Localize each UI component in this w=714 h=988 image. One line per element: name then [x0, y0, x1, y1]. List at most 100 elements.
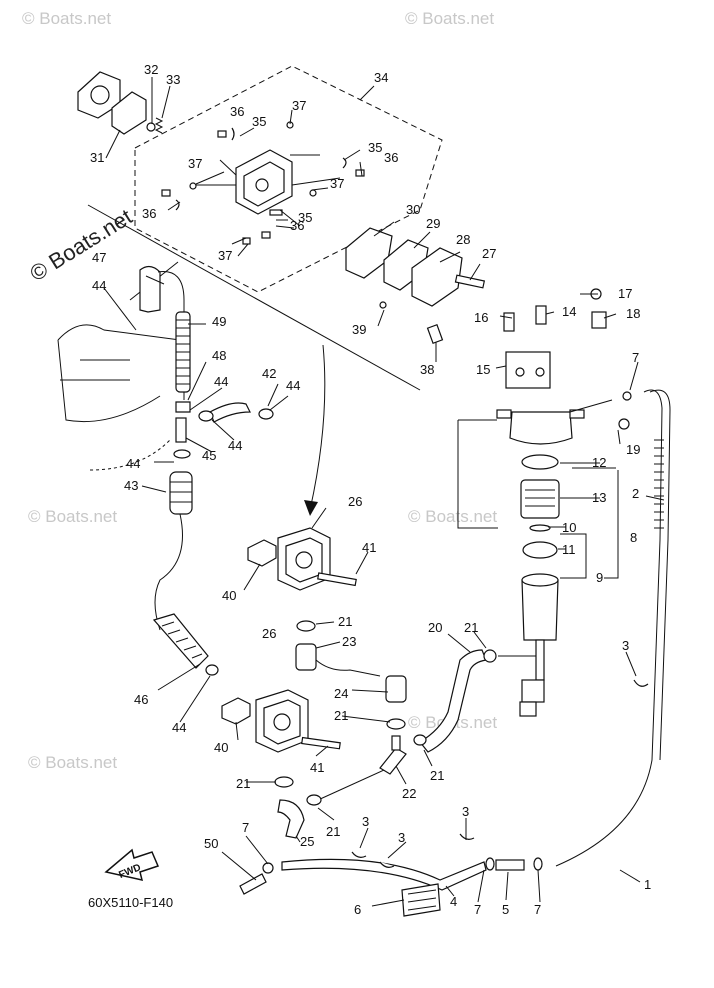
callout-21: 21: [236, 776, 250, 791]
callout-45: 45: [202, 448, 216, 463]
callout-25: 25: [300, 834, 314, 849]
callout-38: 38: [420, 362, 434, 377]
callout-7: 7: [534, 902, 541, 917]
callout-49: 49: [212, 314, 226, 329]
callout-44: 44: [92, 278, 106, 293]
callout-40: 40: [222, 588, 236, 603]
callout-26: 26: [348, 494, 362, 509]
callout-9: 9: [596, 570, 603, 585]
callout-10: 10: [562, 520, 576, 535]
bolt: [301, 736, 341, 750]
clip: [274, 776, 294, 788]
sensor-connector: [521, 679, 545, 703]
callout-44: 44: [214, 374, 228, 389]
filter-cover-group: [345, 227, 486, 344]
fuel-hose: [281, 858, 487, 891]
callout-5: 5: [502, 902, 509, 917]
callout-35: 35: [368, 140, 382, 155]
callout-14: 14: [562, 304, 576, 319]
callout-24: 24: [334, 686, 348, 701]
leader-lines: [190, 154, 341, 227]
callout-22: 22: [402, 786, 416, 801]
callout-37: 37: [218, 248, 232, 263]
bracket-line: [457, 419, 498, 529]
callout-44: 44: [228, 438, 242, 453]
callout-35: 35: [252, 114, 266, 129]
gasket: [221, 697, 251, 725]
callout-37: 37: [330, 176, 344, 191]
grommet: [591, 311, 607, 329]
filter-cup: [521, 579, 559, 641]
fuel-filter-assembly: [457, 288, 630, 717]
filter-bracket: [505, 351, 551, 389]
callout-41: 41: [310, 760, 324, 775]
callout-42: 42: [262, 366, 276, 381]
pump-cover-port: [90, 85, 110, 105]
primer-bulb: [169, 471, 193, 515]
callout-12: 12: [592, 455, 606, 470]
callout-labels: 1 2 3 3 3 3 4 5 6 7 7 7 7 8 9 10 11 12 1…: [90, 62, 651, 917]
callout-3: 3: [362, 814, 369, 829]
o-ring: [521, 454, 559, 470]
hose-protector: [654, 439, 664, 529]
filter-head: [509, 411, 573, 445]
callout-46: 46: [134, 692, 148, 707]
callout-15: 15: [476, 362, 490, 377]
watermark: © Boats.net: [408, 507, 497, 526]
callout-36: 36: [230, 104, 244, 119]
pump-cover-group: [77, 71, 164, 135]
bolt: [317, 572, 357, 587]
callout-leaders: [103, 77, 665, 907]
callout-36: 36: [142, 206, 156, 221]
callout-7: 7: [242, 820, 249, 835]
watermark: © Boats.net: [405, 9, 494, 28]
filter-element: [520, 479, 560, 519]
pump-port: [255, 178, 269, 192]
callout-29: 29: [426, 216, 440, 231]
bolt: [535, 305, 547, 325]
hose-elbow: [139, 265, 161, 313]
gasket: [247, 539, 277, 567]
callout-23: 23: [342, 634, 356, 649]
callout-28: 28: [456, 232, 470, 247]
callout-21: 21: [430, 768, 444, 783]
callout-19: 19: [626, 442, 640, 457]
callout-41: 41: [362, 540, 376, 555]
watermark: © Boats.net: [28, 753, 117, 772]
joint: [295, 643, 317, 671]
arrow-head: [304, 500, 318, 516]
callout-21: 21: [338, 614, 352, 629]
fuel-pump-assembly: [161, 121, 365, 245]
callout-13: 13: [592, 490, 606, 505]
callout-1: 1: [644, 877, 651, 892]
callout-31: 31: [90, 150, 104, 165]
callout-16: 16: [474, 310, 488, 325]
callout-37: 37: [292, 98, 306, 113]
washer: [146, 122, 156, 132]
fuel-pump-upper: [247, 527, 357, 591]
cover-plate: [411, 247, 463, 307]
callout-39: 39: [352, 322, 366, 337]
diagram-code: 60X5110-F140: [88, 895, 173, 910]
callout-30: 30: [406, 202, 420, 217]
callout-4: 4: [450, 894, 457, 909]
clip: [386, 718, 406, 730]
callout-33: 33: [166, 72, 180, 87]
connector: [239, 873, 267, 895]
callout-7: 7: [632, 350, 639, 365]
pin: [426, 324, 444, 344]
callout-44: 44: [286, 378, 300, 393]
engine-outline: [57, 261, 181, 423]
callout-37: 37: [188, 156, 202, 171]
watermark: © Boats.net: [25, 204, 136, 286]
joint: [495, 859, 525, 871]
callout-50: 50: [204, 836, 218, 851]
callout-2: 2: [632, 486, 639, 501]
hose: [209, 402, 251, 423]
callout-36: 36: [384, 150, 398, 165]
hose-corrugated: [152, 613, 209, 669]
tee-joint: [379, 747, 407, 775]
diaphragm: [111, 91, 147, 135]
callout-6: 6: [354, 902, 361, 917]
